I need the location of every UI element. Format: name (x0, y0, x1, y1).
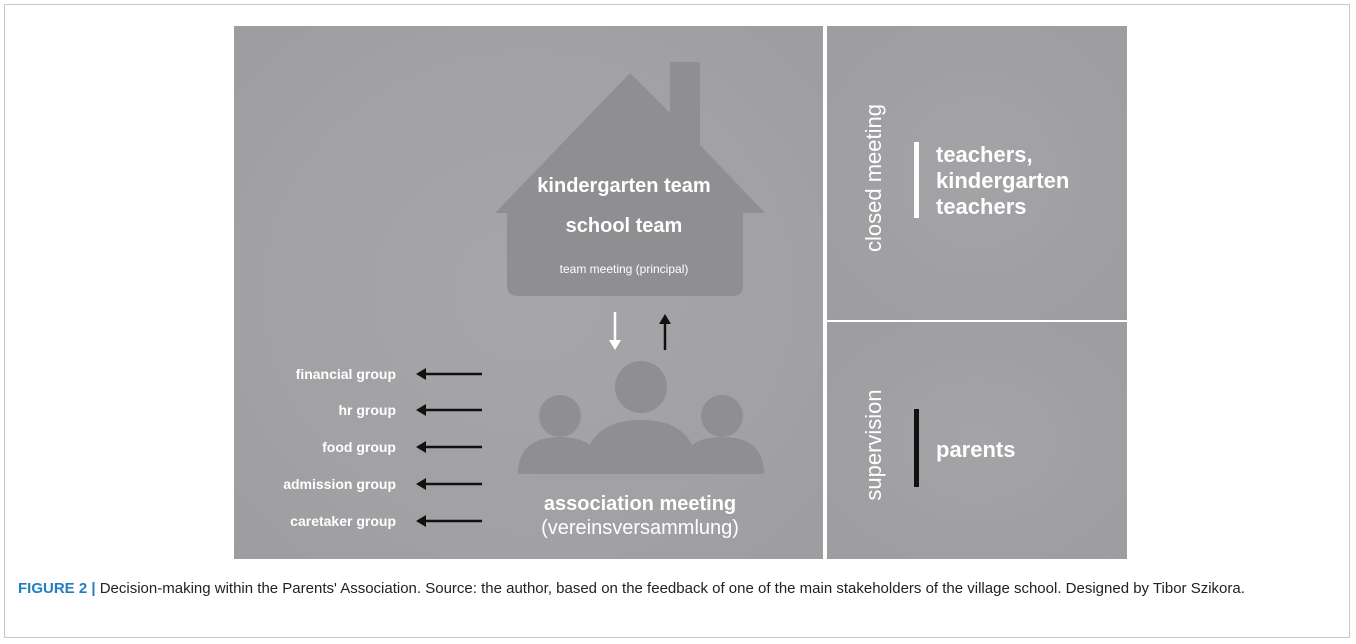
figure-frame (4, 4, 1350, 638)
association-subtitle: (vereinsversammlung) (541, 517, 739, 539)
house-label-team-meeting: team meeting (principal) (559, 262, 689, 276)
group-label: admission group (283, 476, 396, 492)
teachers-bar (914, 142, 919, 218)
right-top-panel (827, 26, 1127, 320)
association-title: association meeting (543, 493, 737, 515)
down-arrow-icon (609, 312, 621, 350)
house-label-school: school team (565, 215, 683, 237)
group-label: caretaker group (290, 513, 396, 529)
house-icon (495, 62, 765, 296)
group-label: food group (322, 439, 396, 455)
teachers-label: teachers, kindergarten teachers (936, 142, 1069, 220)
supervision-label: supervision (861, 389, 886, 501)
parents-bar (914, 409, 919, 487)
up-arrow-icon (659, 314, 671, 350)
teachers-line: teachers, (936, 142, 1033, 167)
house-label-kindergarten: kindergarten team (537, 175, 711, 197)
people-icon (518, 361, 764, 474)
caption-text: Decision-making within the Parents' Asso… (95, 580, 1245, 597)
teachers-line: kindergarten (936, 168, 1070, 193)
teachers-line: teachers (936, 194, 1027, 219)
closed-meeting-label: closed meeting (861, 104, 886, 252)
group-label: hr group (338, 402, 396, 418)
right-bottom-panel (827, 322, 1127, 559)
figure-number: FIGURE 2 | (18, 580, 96, 597)
group-label: financial group (295, 366, 396, 382)
figure-caption: FIGURE 2 | Decision-making within the Pa… (18, 578, 1338, 599)
group-list: financial group hr group food group admi… (236, 0, 396, 644)
group-arrows (416, 368, 482, 527)
parents-label: parents (936, 437, 1016, 462)
